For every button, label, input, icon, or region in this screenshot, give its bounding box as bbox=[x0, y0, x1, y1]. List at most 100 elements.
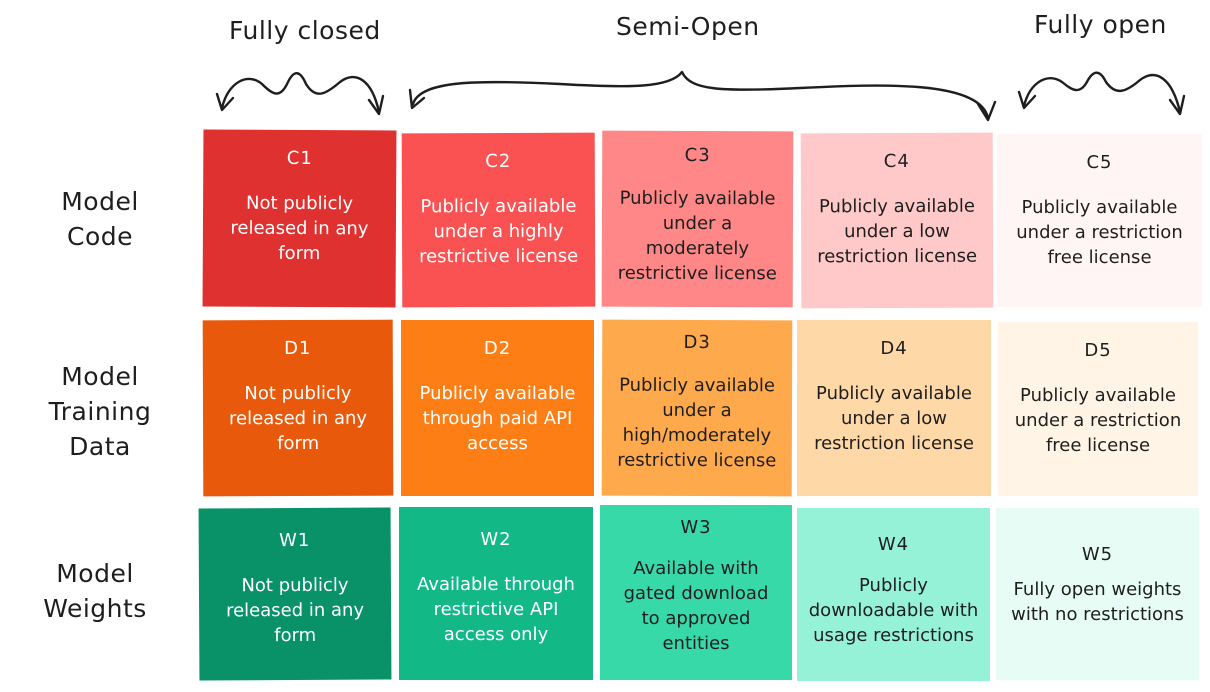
cell-code: W5 bbox=[1081, 544, 1114, 565]
cell-w2: W2 Available through restrictive API acc… bbox=[399, 507, 593, 680]
cell-line: entities bbox=[662, 633, 730, 654]
arrowhead-closed-left bbox=[215, 92, 235, 112]
cell-description: Publicly downloadable with usage restric… bbox=[809, 573, 978, 648]
cell-line: high/moderately bbox=[622, 424, 772, 447]
row-label-line: Model bbox=[61, 362, 139, 391]
cell-w5: W5 Fully open weights with no restrictio… bbox=[996, 508, 1199, 680]
cell-line: released in any bbox=[226, 599, 365, 622]
row-label-model-code: Model Code bbox=[40, 184, 160, 254]
cell-line: Publicly available bbox=[1020, 385, 1176, 406]
cell-line: to approved bbox=[641, 608, 751, 629]
cell-code: W4 bbox=[877, 534, 910, 555]
cell-line: Not publicly bbox=[244, 382, 352, 405]
cell-description: Publicly available under a high/moderate… bbox=[617, 373, 777, 474]
cell-line: Publicly available bbox=[818, 195, 975, 218]
cell-line: Publicly bbox=[859, 575, 928, 596]
cell-code: D3 bbox=[683, 331, 711, 354]
cell-line: Not publicly bbox=[245, 192, 354, 215]
cell-line: gated download bbox=[623, 583, 769, 604]
cell-code: C5 bbox=[1086, 152, 1113, 173]
cell-d1: D1 Not publicly released in any form bbox=[202, 319, 394, 497]
cell-description: Publicly available under a low restricti… bbox=[814, 381, 974, 456]
arrowhead-semi-right bbox=[976, 100, 997, 122]
arrowhead-open-left bbox=[1017, 90, 1037, 110]
row-label-line: Training bbox=[48, 397, 152, 426]
cell-w3: W3 Available with gated download to appr… bbox=[600, 505, 792, 680]
cell-description: Available through restrictive API access… bbox=[417, 572, 575, 647]
cell-description: Publicly available under a highly restri… bbox=[419, 194, 578, 270]
cell-line: under a bbox=[662, 399, 732, 422]
cell-d2: D2 Publicly available through paid API a… bbox=[401, 320, 594, 496]
cell-line: Publicly available bbox=[816, 383, 972, 404]
cell-line: under a bbox=[662, 212, 733, 235]
cell-line: through paid API bbox=[422, 408, 573, 429]
cell-description: Publicly available under a low restricti… bbox=[817, 194, 977, 270]
row-label-line: Model bbox=[61, 187, 139, 216]
cell-line: restriction license bbox=[817, 245, 978, 268]
cell-line: restriction license bbox=[814, 433, 974, 454]
cell-line: moderately bbox=[645, 237, 750, 260]
cell-line: restrictive license bbox=[617, 262, 777, 285]
column-header-fully-closed: Fully closed bbox=[229, 16, 381, 45]
column-header-semi-open: Semi-Open bbox=[616, 12, 760, 41]
cell-line: under a low bbox=[841, 408, 947, 429]
cell-description: Publicly available under a restriction f… bbox=[1015, 383, 1181, 458]
cell-line: with no restrictions bbox=[1011, 604, 1184, 625]
cell-description: Available with gated download to approve… bbox=[624, 556, 769, 656]
cell-c3: C3 Publicly available under a moderately… bbox=[601, 130, 794, 308]
cell-d4: D4 Publicly available under a low restri… bbox=[797, 320, 991, 496]
cell-line: under a highly bbox=[433, 220, 564, 243]
cell-line: downloadable with bbox=[808, 600, 979, 621]
cell-line: Publicly available bbox=[419, 383, 576, 404]
cell-d5: D5 Publicly available under a restrictio… bbox=[998, 322, 1198, 496]
cell-c5: C5 Publicly available under a restrictio… bbox=[997, 134, 1202, 307]
cell-line: access bbox=[467, 433, 528, 454]
row-label-line: Weights bbox=[43, 594, 147, 623]
cell-line: Fully open weights bbox=[1013, 579, 1182, 600]
brace-fully-open bbox=[1022, 71, 1182, 114]
cell-description: Not publicly released in any form bbox=[226, 573, 364, 649]
cell-code: W2 bbox=[480, 529, 512, 550]
row-label-line: Code bbox=[66, 222, 133, 251]
cell-description: Fully open weights with no restrictions bbox=[1011, 577, 1184, 627]
cell-line: form bbox=[277, 432, 320, 455]
cell-description: Publicly available through paid API acce… bbox=[420, 381, 576, 456]
cell-line: Available with bbox=[633, 558, 759, 579]
cell-code: C1 bbox=[286, 147, 313, 170]
cell-description: Not publicly released in any form bbox=[230, 191, 368, 267]
cell-line: Publicly available bbox=[420, 195, 577, 218]
cell-line: restrictive API bbox=[433, 599, 559, 620]
cell-description: Publicly available under a moderately re… bbox=[618, 186, 778, 287]
cell-code: D2 bbox=[483, 338, 512, 359]
row-label-model-training-data: Model Training Data bbox=[35, 359, 165, 464]
cell-line: under a restriction bbox=[1016, 222, 1183, 243]
cell-line: form bbox=[274, 624, 317, 647]
cell-line: Not publicly bbox=[241, 574, 349, 597]
cell-line: released in any bbox=[230, 217, 369, 240]
cell-d3: D3 Publicly available under a high/moder… bbox=[601, 319, 793, 497]
cell-code: D5 bbox=[1084, 340, 1112, 361]
cell-line: usage restrictions bbox=[813, 625, 974, 646]
cell-line: restrictive license bbox=[419, 245, 579, 268]
cell-line: form bbox=[278, 242, 321, 265]
brace-fully-closed bbox=[220, 72, 381, 114]
cell-code: W1 bbox=[279, 529, 311, 552]
arrowhead-semi-left bbox=[408, 88, 426, 110]
cell-line: Publicly available bbox=[619, 374, 776, 397]
cell-w4: W4 Publicly downloadable with usage rest… bbox=[797, 508, 990, 681]
cell-line: under a low bbox=[844, 220, 951, 243]
cell-code: D4 bbox=[880, 338, 908, 359]
cell-line: under a restriction bbox=[1014, 410, 1182, 431]
cell-description: Publicly available under a restriction f… bbox=[1016, 195, 1182, 270]
cell-line: free license bbox=[1047, 247, 1152, 268]
cell-code: C4 bbox=[883, 150, 910, 173]
cell-line: restrictive license bbox=[617, 449, 777, 472]
cell-line: Available through bbox=[417, 574, 575, 595]
cell-line: access only bbox=[443, 624, 549, 645]
cell-code: C3 bbox=[684, 144, 711, 167]
cell-code: D1 bbox=[284, 337, 312, 360]
cell-w1: W1 Not publicly released in any form bbox=[198, 507, 392, 681]
cell-code: C2 bbox=[485, 150, 512, 173]
cell-line: released in any bbox=[228, 407, 368, 430]
brace-semi-open bbox=[411, 70, 990, 120]
